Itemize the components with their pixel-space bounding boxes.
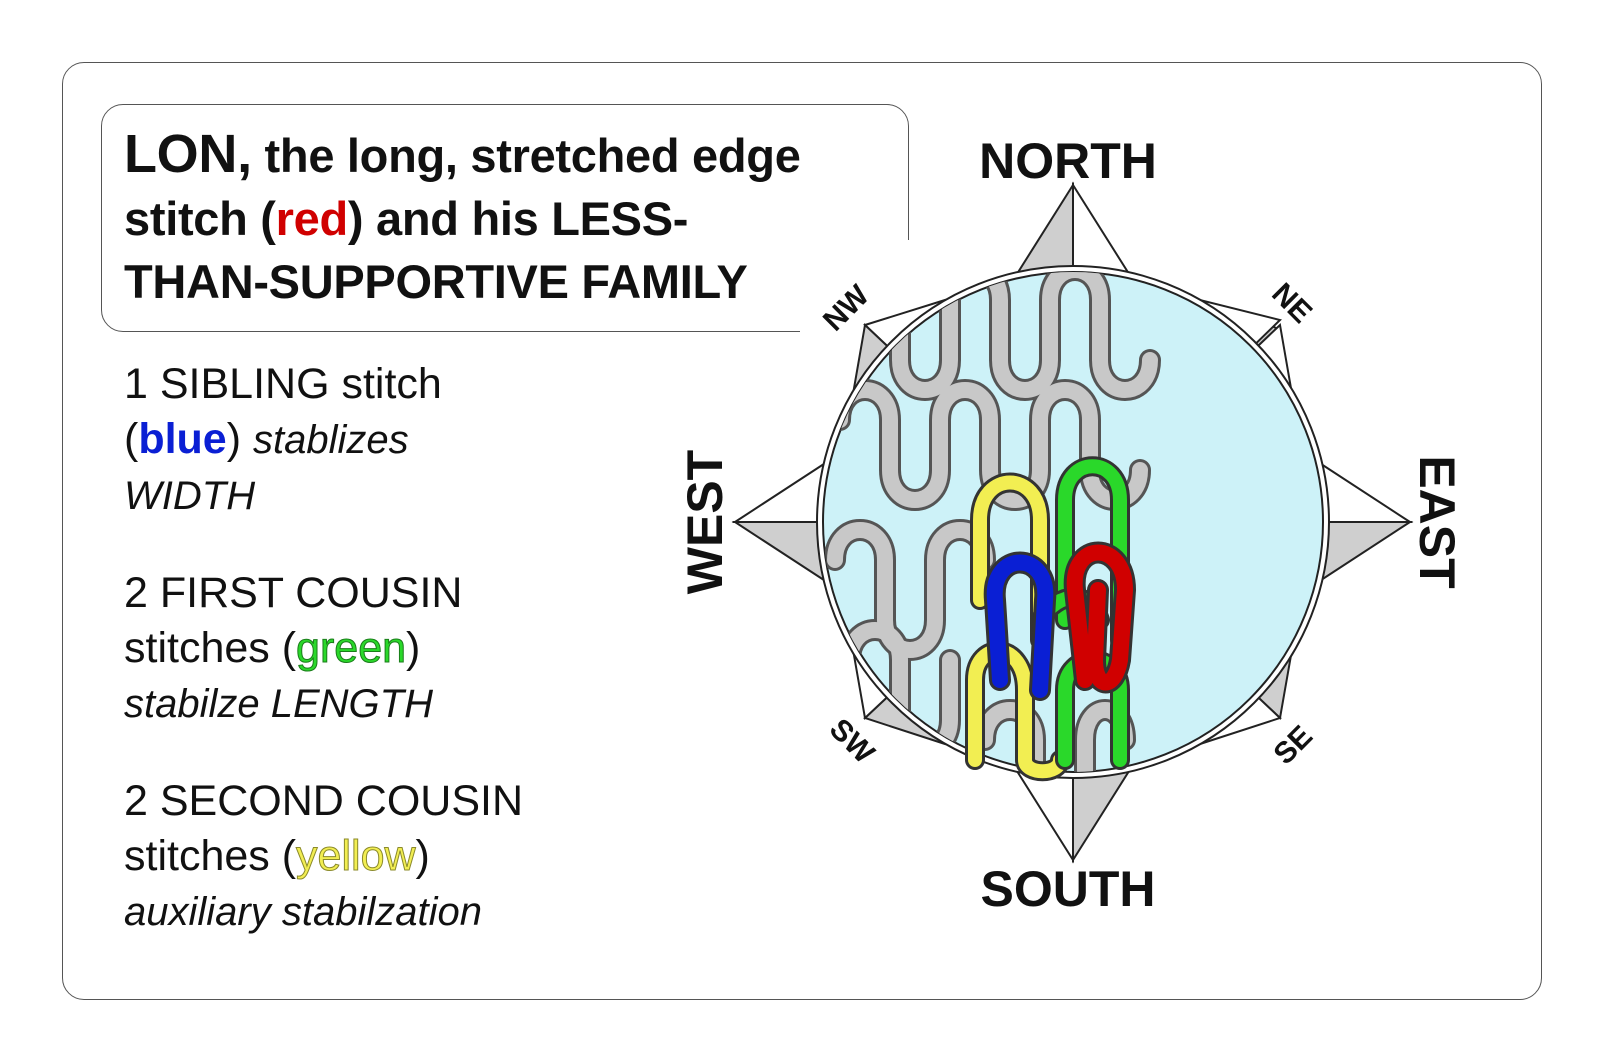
second-cousin-line2-a: stitches ( <box>124 832 297 880</box>
sibling-line3: WIDTH <box>124 474 256 518</box>
north-label: NORTH <box>979 133 1157 189</box>
east-label: EAST <box>1409 455 1465 588</box>
first-cousin-line2-b: ) <box>406 624 421 672</box>
sibling-description: 1 SIBLING stitch (blue) stablizes WIDTH <box>124 357 442 524</box>
second-cousin-line2-b: ) <box>415 832 430 880</box>
diagram-card <box>62 62 1542 1000</box>
title-line2-b: ) and his LESS- <box>347 192 689 245</box>
first-cousin-line2-a: stitches ( <box>124 624 297 672</box>
first-cousin-line1: 2 FIRST COUSIN <box>124 569 463 617</box>
title-line3: THAN-SUPPORTIVE FAMILY <box>124 255 748 308</box>
title-red-word: red <box>275 192 349 245</box>
lon-stitch <box>1063 541 1136 694</box>
second-cousin-color-word: yellow <box>296 832 416 881</box>
second-cousin-line1: 2 SECOND COUSIN <box>124 777 524 825</box>
first-cousin-color-word: green <box>296 624 407 673</box>
compass-cardinal-points <box>731 181 1414 864</box>
colored-stitches <box>965 456 1136 782</box>
se-label: SE <box>1267 719 1319 771</box>
first-cousin-description: 2 FIRST COUSIN stitches (green) stabilze… <box>124 566 462 732</box>
south-label: SOUTH <box>981 861 1156 917</box>
sibling-verb: stablizes <box>253 418 409 462</box>
title-line1: the long, stretched edge <box>251 129 801 182</box>
second-cousin-line3: auxiliary stabilzation <box>124 890 482 934</box>
diagram-title: LON, the long, stretched edge stitch (re… <box>124 123 914 313</box>
first-cousin-line3: stabilze LENGTH <box>124 682 433 726</box>
sibling-paren-open: ( <box>124 415 139 463</box>
title-line2-a: stitch ( <box>124 192 276 245</box>
title-lon: LON, <box>124 124 252 184</box>
compass-rose: NORTH SOUTH EAST WEST NE NW SE SW <box>677 133 1465 917</box>
title-box <box>101 104 909 332</box>
sibling-stitch <box>983 551 1057 701</box>
second-cousin-stitches <box>965 472 1070 782</box>
west-label: WEST <box>677 450 733 594</box>
sibling-line1: 1 SIBLING stitch <box>124 360 442 408</box>
second-cousin-description: 2 SECOND COUSIN stitches (yellow) auxili… <box>124 774 523 940</box>
sibling-color-word: blue <box>138 415 227 463</box>
sibling-paren-close: ) <box>226 415 242 463</box>
